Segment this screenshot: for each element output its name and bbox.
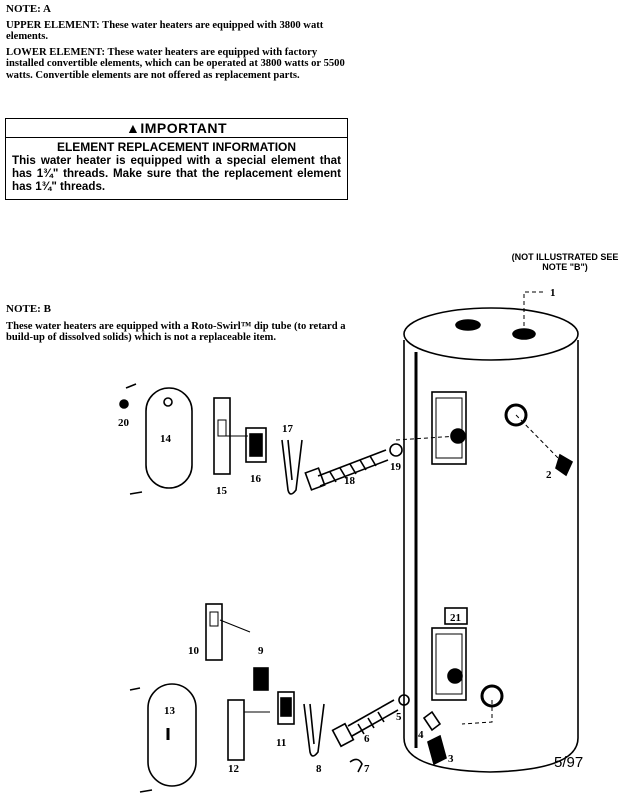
label-18: 18 bbox=[344, 475, 356, 487]
note-a: NOTE: A UPPER ELEMENT: These water heate… bbox=[6, 3, 350, 81]
note-b: NOTE: B These water heaters are equipped… bbox=[6, 303, 350, 344]
note-b-body: These water heaters are equipped with a … bbox=[6, 320, 346, 344]
label-10: 10 bbox=[188, 645, 200, 657]
label-12: 12 bbox=[228, 763, 240, 775]
note-b-title: NOTE: B bbox=[6, 303, 51, 315]
label-8: 8 bbox=[316, 763, 322, 775]
note-a-title: NOTE: A bbox=[6, 3, 51, 15]
label-19: 19 bbox=[390, 461, 402, 473]
label-20: 20 bbox=[118, 417, 130, 429]
label-1: 1 bbox=[550, 287, 556, 299]
water-heater-tank bbox=[403, 307, 579, 773]
label-6: 6 bbox=[364, 733, 370, 745]
label-16: 16 bbox=[250, 473, 262, 485]
upper-heating-element bbox=[304, 449, 389, 491]
label-5: 5 bbox=[396, 711, 402, 723]
label-14: 14 bbox=[160, 433, 172, 445]
label-21: 21 bbox=[450, 612, 461, 624]
label-15: 15 bbox=[216, 485, 228, 497]
label-3: 3 bbox=[448, 753, 454, 765]
note-a-lower: LOWER ELEMENT: These water heaters are e… bbox=[6, 46, 345, 81]
not-illustrated-note: (NOT ILLUSTRATED SEE NOTE "B") bbox=[511, 252, 619, 272]
label-17: 17 bbox=[282, 423, 294, 435]
label-2: 2 bbox=[546, 469, 552, 481]
label-13: 13 bbox=[164, 705, 176, 717]
date-code: 5/97 bbox=[554, 754, 584, 771]
important-subheading: ELEMENT REPLACEMENT INFORMATION bbox=[56, 140, 297, 154]
label-9: 9 bbox=[258, 645, 264, 657]
label-7: 7 bbox=[364, 763, 370, 775]
label-11: 11 bbox=[276, 737, 286, 749]
note-a-upper: UPPER ELEMENT: These water heaters are e… bbox=[6, 19, 324, 43]
important-box: ▲IMPORTANT ELEMENT REPLACEMENT INFORMATI… bbox=[5, 118, 348, 200]
lower-heating-element bbox=[331, 699, 399, 748]
label-4: 4 bbox=[418, 729, 424, 741]
important-heading: ▲IMPORTANT bbox=[6, 119, 347, 138]
important-body: This water heater is equipped with a spe… bbox=[12, 154, 341, 193]
